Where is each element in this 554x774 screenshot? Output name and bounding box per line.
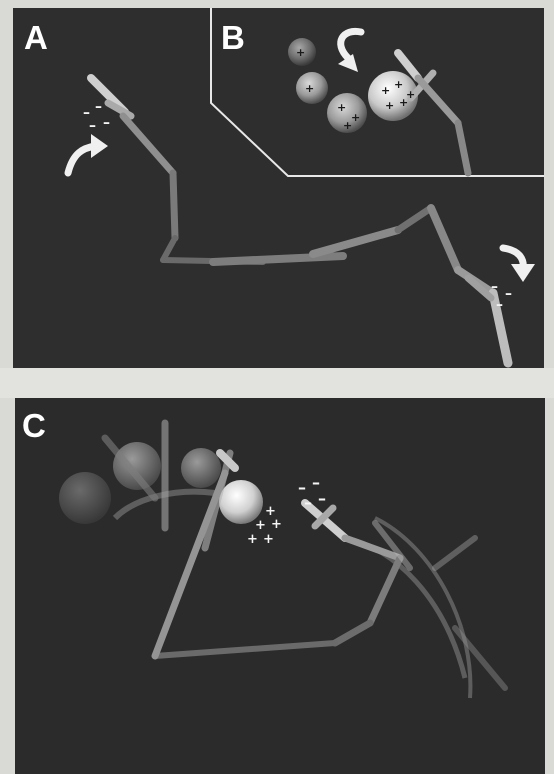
svg-text:+: +	[406, 88, 415, 101]
svg-text:–: –	[89, 118, 96, 134]
arrow-head-icon	[511, 264, 535, 282]
svg-text:+: +	[337, 101, 346, 114]
svg-text:+: +	[263, 532, 274, 547]
negative-charges: – – – – – – –	[83, 99, 512, 313]
svg-text:+: +	[394, 78, 403, 91]
figure-panel-c: – – – – + + + + + C	[15, 398, 545, 774]
svg-text:+: +	[385, 99, 394, 112]
svg-text:–: –	[103, 115, 110, 131]
svg-text:–: –	[496, 297, 503, 313]
svg-text:–: –	[491, 279, 498, 295]
svg-text:–: –	[505, 286, 512, 302]
svg-text:–: –	[304, 493, 312, 512]
robot-arm-a	[91, 78, 508, 363]
svg-text:–: –	[318, 489, 326, 508]
svg-text:+: +	[343, 119, 352, 132]
panel-label-b: B	[221, 21, 245, 54]
svg-text:+: +	[296, 46, 305, 59]
svg-text:+: +	[247, 532, 258, 547]
curved-arrow-icon	[68, 146, 95, 173]
svg-text:–: –	[95, 99, 102, 115]
svg-text:+: +	[271, 517, 282, 532]
page-gap	[0, 368, 554, 398]
svg-text:+: +	[255, 518, 266, 533]
figure-panel-ab: – – – – – – – + + + + +	[13, 8, 544, 368]
svg-text:+: +	[351, 111, 360, 124]
inset-b-content: + + + + + + + + + +	[288, 31, 468, 173]
panel-c-illustration: – – – – + + + + +	[15, 398, 545, 774]
curved-arrow-icon	[341, 31, 361, 58]
charged-sphere	[181, 448, 221, 488]
svg-text:+: +	[381, 84, 390, 97]
panel-label-a: A	[24, 21, 48, 54]
charged-sphere	[113, 442, 161, 490]
charged-sphere	[59, 472, 111, 524]
svg-text:+: +	[305, 82, 314, 95]
panel-a-illustration: – – – – – – – + + + + +	[13, 8, 544, 368]
panel-label-c: C	[22, 409, 46, 442]
arrow-head-icon	[91, 134, 108, 158]
